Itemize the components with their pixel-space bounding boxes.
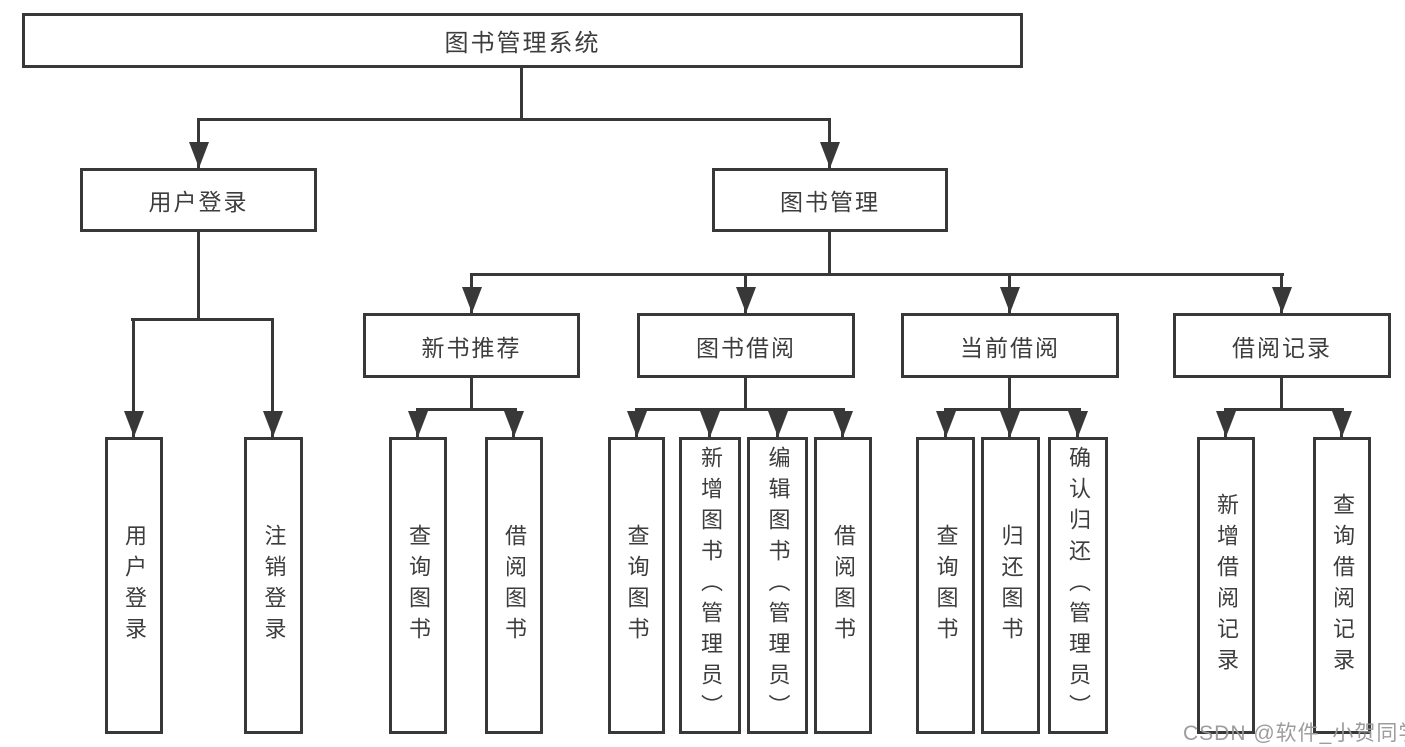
edge-line xyxy=(416,408,517,411)
edge-line xyxy=(1224,408,1344,411)
leaf-add-borrow-record: 新增借阅记录 xyxy=(1197,437,1255,734)
edge-arrowhead-icon xyxy=(1068,411,1088,437)
leaf-confirm-return-admin: 确认归还（管理员） xyxy=(1048,437,1108,734)
edge-arrowhead-icon xyxy=(1000,411,1020,437)
node-new-book-recommend: 新书推荐 xyxy=(363,313,580,378)
edge-line xyxy=(635,408,845,411)
node-borrow-record: 借阅记录 xyxy=(1173,313,1391,378)
edge-arrowhead-icon xyxy=(936,411,956,437)
leaf-user-login: 用户登录 xyxy=(105,437,163,734)
leaf-logout: 注销登录 xyxy=(244,437,303,734)
edge-line xyxy=(470,378,473,408)
edge-line xyxy=(828,232,831,273)
edge-arrowhead-icon xyxy=(124,411,144,437)
edge-arrowhead-icon xyxy=(1332,411,1352,437)
leaf-query-book-1: 查询图书 xyxy=(389,437,447,734)
node-current-borrow: 当前借阅 xyxy=(901,313,1119,378)
node-book-management: 图书管理 xyxy=(712,168,948,232)
edge-arrowhead-icon xyxy=(504,411,524,437)
node-user-login: 用户登录 xyxy=(80,168,317,232)
edge-line xyxy=(132,318,135,437)
csdn-watermark: CSDN @软件_小贺同学 xyxy=(1183,722,1405,745)
leaf-return-book: 归还图书 xyxy=(981,437,1040,734)
edge-arrowhead-icon xyxy=(408,411,428,437)
node-root: 图书管理系统 xyxy=(22,13,1023,68)
edge-line xyxy=(520,68,523,118)
edge-line xyxy=(944,408,1081,411)
edge-line xyxy=(271,318,274,437)
edge-line xyxy=(470,273,1284,276)
edge-arrowhead-icon xyxy=(833,411,853,437)
edge-arrowhead-icon xyxy=(1216,411,1236,437)
leaf-add-book-admin: 新增图书（管理员） xyxy=(679,437,741,734)
edge-line xyxy=(197,118,831,121)
leaf-query-book-2: 查询图书 xyxy=(608,437,665,734)
edge-line xyxy=(197,232,200,318)
edge-arrowhead-icon xyxy=(263,411,283,437)
edge-arrowhead-icon xyxy=(1000,287,1020,313)
edge-arrowhead-icon xyxy=(189,142,209,168)
edge-arrowhead-icon xyxy=(700,411,720,437)
leaf-borrow-book-1: 借阅图书 xyxy=(485,437,543,734)
edge-arrowhead-icon xyxy=(1272,287,1292,313)
leaf-query-borrow-record: 查询借阅记录 xyxy=(1313,437,1371,734)
edge-line xyxy=(131,318,274,321)
edge-arrowhead-icon xyxy=(462,287,482,313)
edge-arrowhead-icon xyxy=(768,411,788,437)
leaf-edit-book-admin: 编辑图书（管理员） xyxy=(747,437,808,734)
leaf-query-book-3: 查询图书 xyxy=(916,437,975,734)
edge-line xyxy=(1280,378,1283,408)
leaf-borrow-book-2: 借阅图书 xyxy=(814,437,872,734)
node-book-borrow: 图书借阅 xyxy=(637,313,855,378)
edge-arrowhead-icon xyxy=(820,142,840,168)
edge-line xyxy=(1008,378,1011,408)
edge-line xyxy=(744,378,747,408)
edge-arrowhead-icon xyxy=(736,287,756,313)
edge-arrowhead-icon xyxy=(627,411,647,437)
